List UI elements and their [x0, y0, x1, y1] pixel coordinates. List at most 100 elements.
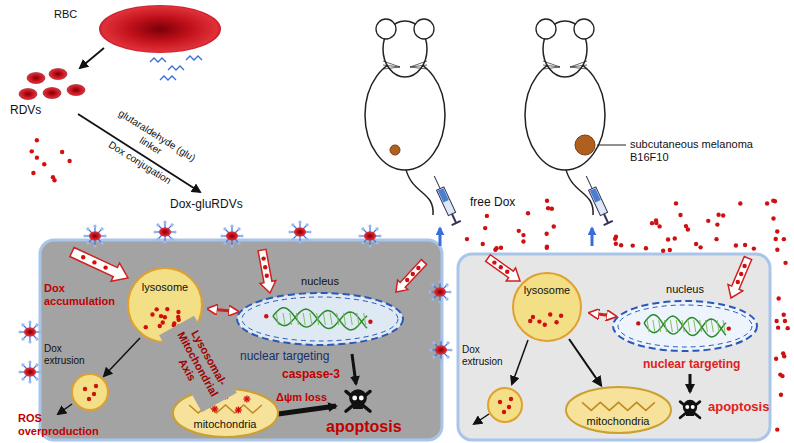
dox-glurdv-particle: [153, 220, 176, 243]
dox-dot: [545, 246, 549, 250]
lysosome: lysosome: [505, 272, 589, 342]
dox-dot: [706, 219, 710, 223]
dna-rung: [653, 320, 655, 332]
dna-rung: [717, 320, 719, 332]
dox-dot: [742, 264, 746, 268]
mitochondrion-shape: [566, 387, 671, 433]
dna-strand: [273, 308, 367, 330]
outcome-label: apoptosis: [326, 418, 402, 436]
rbc-cell: RBC: [98, 4, 222, 54]
dox-dot: [779, 393, 783, 397]
dox-dot: [771, 198, 775, 202]
extrusion-arrow: [104, 338, 140, 376]
rdv-disc: [43, 88, 61, 99]
influx-arrow: [724, 255, 756, 301]
dox-dot: [752, 246, 756, 250]
dox-dot: [261, 256, 265, 260]
dox-dot: [493, 248, 497, 252]
node-label: mitochondria: [587, 415, 650, 428]
dox-dot: [150, 312, 154, 316]
apoptosis-arrow: [278, 406, 336, 414]
dna-rung: [688, 320, 690, 332]
node-label: RBC: [54, 8, 77, 21]
dox-dot: [92, 392, 96, 396]
part-label: Dox-gluRDVs: [170, 198, 243, 212]
node-shape: [98, 4, 222, 54]
cristae: [582, 402, 655, 410]
dox-dot: [483, 226, 487, 230]
influx-arrow: [68, 243, 132, 287]
dox-dot: [416, 266, 420, 270]
dox-dot: [264, 314, 268, 318]
dna-rung: [670, 320, 672, 332]
dna-rung: [310, 313, 312, 325]
dna-strand: [644, 315, 726, 337]
dox-dot: [657, 224, 661, 228]
extrusion-lysosome: [488, 388, 522, 422]
extrusion-arrow: [474, 414, 489, 424]
process-label: nuclear targeting: [240, 350, 329, 364]
dox-dot: [743, 243, 747, 247]
nucleus-shape: [237, 293, 403, 345]
syringe: [582, 174, 613, 225]
dox-glurdv-particle: [18, 320, 41, 343]
dox-dot: [51, 175, 55, 179]
dox-dot: [678, 213, 682, 217]
dna-rung: [659, 320, 661, 332]
dox-dot: [263, 265, 267, 269]
lysosome-shape: [513, 273, 581, 341]
dox-dot: [781, 351, 785, 355]
dox-dot: [176, 310, 180, 314]
dox-dot: [668, 248, 672, 252]
node-label: lysosome: [524, 284, 570, 297]
dox-dot: [526, 211, 530, 215]
dox-dot: [543, 323, 547, 327]
influx-arrow: [483, 252, 524, 288]
dox-dot: [499, 265, 503, 269]
dox-dot: [158, 324, 162, 328]
glu-molecule: [160, 76, 176, 80]
mitochondrion: mitochondria: [565, 386, 672, 434]
nucleus-envelope: [242, 297, 398, 341]
dna-rung: [350, 313, 352, 325]
syringe: [430, 174, 461, 225]
cell-right: [458, 254, 770, 440]
dox-dot: [559, 314, 563, 318]
arrow: [80, 48, 104, 68]
nucleus: nucleus: [236, 292, 404, 346]
part-label: free Dox: [470, 196, 515, 210]
dox-dot: [785, 326, 789, 330]
dox-dot: [31, 171, 35, 175]
dox-dot: [666, 237, 670, 241]
ros-mark: [212, 407, 217, 412]
connector-arrow: [569, 339, 601, 385]
dox-dot: [778, 372, 782, 376]
dox-dot: [774, 237, 778, 241]
glu-molecule: [186, 56, 202, 60]
dna-rung: [290, 313, 292, 325]
extrusion-lysosome: [72, 374, 108, 410]
skull-symbol: [680, 400, 700, 418]
dox-dot: [661, 248, 665, 252]
rdv-disc: [49, 69, 67, 80]
rbc-shape: [99, 5, 221, 53]
dox-dot: [714, 237, 718, 241]
dna-rung: [330, 313, 332, 325]
part-label: RDVs: [10, 104, 41, 118]
process-label: Dox extrusion: [44, 343, 98, 366]
rdv-disc: [27, 73, 45, 84]
dox-dot: [636, 321, 640, 325]
dox-dot: [411, 272, 415, 276]
dox-dot: [405, 278, 409, 282]
dox-dot: [715, 222, 719, 226]
dox-glurdv-particle: [288, 220, 311, 243]
dox-dot: [771, 216, 775, 220]
nucleus-envelope: [618, 305, 752, 347]
dox-dot: [499, 246, 503, 250]
dox-dot: [537, 319, 541, 323]
dox-dot: [736, 280, 740, 284]
dna-rung: [723, 320, 725, 332]
dox-dot: [481, 242, 485, 246]
dox-dot: [521, 233, 525, 237]
mouse: [365, 19, 445, 215]
